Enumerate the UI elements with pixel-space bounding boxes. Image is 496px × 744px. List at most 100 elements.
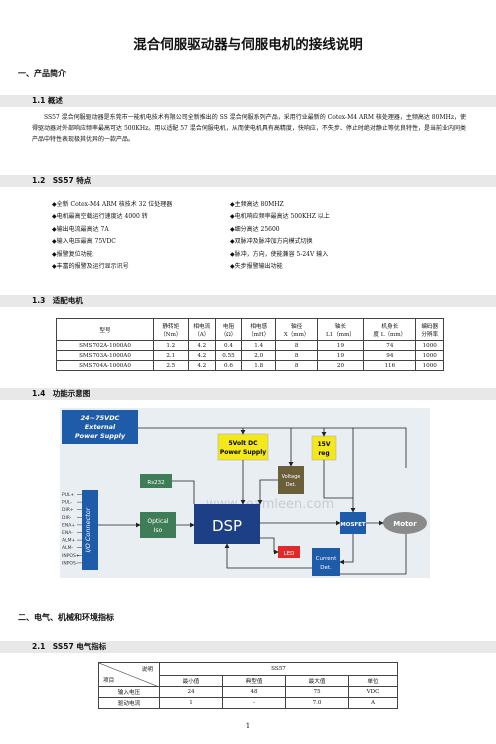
table-cell: 0.4 [215,340,242,351]
optical-iso-block: Optical Iso [140,512,176,538]
io-pin-label: INPOS- [62,560,78,566]
table-cell: 1 [158,697,224,709]
table-cell: 2.1 [153,350,189,361]
table-cell: 48 [222,686,287,698]
elec-col-header: 最大值 [285,675,350,687]
section-heading-1-3-text: 1.3 适配电机 [32,296,83,305]
motor-table-header: 型号 [56,318,154,341]
io-pin-label: DIR+ [62,507,74,513]
section-heading-2-1-text: 2.1 SS57 电气指标 [32,642,107,651]
power-5v-line1: 5Volt DC [228,440,258,447]
overview-paragraph: SS57 混合伺服驱动器是东莞市一能机电技术有限公司全新推出的 SS 混合伺服系… [32,114,466,143]
section-heading-1-4: 1.4 功能示意图 [0,388,496,400]
table-cell: 20 [316,360,365,371]
dsp-block: DSP [194,504,260,544]
motor-header-line1: 静转矩 [162,323,180,330]
reg-15v-block: 15V reg [311,435,337,461]
section-heading-1-2: 1.2 SS57 特点 [0,175,496,187]
motor-header-line2: L1（mm） [325,331,356,338]
table-cell: 1.4 [240,340,277,351]
feature-row: ◆全新 Cotex-M4 ARM 核技术 32 位处理器◆主频高达 80MHZ [52,197,452,210]
corner-bottom-label: 项目 [103,678,115,684]
io-pin-label: PUL+ [62,492,75,498]
reg-15v-line1: 15V [318,441,331,448]
table-cell: 19 [316,350,365,361]
table-cell: 1000 [415,360,444,371]
table-cell: 19 [316,340,365,351]
io-pin-label: DIR- [62,515,72,521]
table-cell: 116 [363,360,417,371]
motor-header-line2: （A） [194,331,210,338]
feature-item: ◆电机最高空载运行速度达 4000 转 [52,213,148,221]
current-det-block: Current Det. [312,548,340,576]
feature-item: ◆报警复位功能 [52,250,93,258]
motor-header-line2: X（mm） [283,331,310,338]
io-pin-label: ALM- [62,545,73,551]
motor-header-line2: 度 L（mm） [373,331,407,338]
table-cell: SMS702A-1000A0 [56,340,154,351]
motor-table-header: 相电感（mH） [240,318,277,341]
table-cell: 驱动电流 [98,697,160,709]
feature-item: ◆电机响应频率最高达 500KHZ 以上 [230,213,330,221]
feature-item: ◆全新 Cotex-M4 ARM 核技术 32 位处理器 [52,200,173,208]
table-cell: 74 [363,340,417,351]
feature-item: ◆失步报警输出功能 [230,263,283,271]
section-heading-1-4-text: 1.4 功能示意图 [32,389,91,398]
feature-row: ◆丰富的报警及运行显示讯号◆失步报警输出功能 [52,260,452,273]
table-cell: 24 [158,686,224,698]
feature-row: ◆输入电压最高 75VDC◆双脉冲及脉冲加方向模式切换 [52,235,452,248]
table-cell: 0.55 [215,350,242,361]
table-cell: 1.8 [240,360,277,371]
motor-table-header: 静转矩（Nm） [153,318,189,341]
section-heading-1: 一、产品简介 [18,69,66,78]
voltage-det-block: Voltage Det. [278,466,304,494]
feature-item: ◆脉冲，方向，使能兼容 5-24V 输入 [230,250,329,258]
table-cell: 4.2 [187,350,217,361]
motor-header-line1: 相电感 [250,323,268,330]
led-label: LED [284,551,295,557]
corner-top-label: 说明 [141,667,153,673]
io-pin-label: PUL- [62,500,72,506]
io-pin-label: ENA- [62,530,73,536]
io-connector-label: I/O Connector [84,506,92,552]
power-5v-block: 5Volt DC Power Supply [217,433,269,461]
optical-iso-line1: Optical [147,518,169,525]
reg-15v-line2: reg [318,450,329,457]
external-power-line2: External [85,423,116,431]
external-power-block: 24~75VDC External Power Supply [62,410,138,444]
table-cell: 1000 [415,350,444,361]
motor-table-header: 相电流（A） [187,318,217,341]
feature-row: ◆电机最高空载运行速度达 4000 转 ◆电机响应频率最高达 500KHZ 以上 [52,210,452,223]
motor-header-line2: （Ω） [220,331,237,338]
motor-table-header: 机身长度 L（mm） [363,318,417,341]
table-cell: 2.0 [240,350,277,361]
section-heading-1-1-text: 1.1 概述 [32,96,63,105]
corner-cell: 说明 项目 [98,662,160,687]
motor-header-line1: 编码器 [421,323,439,330]
motor-label: Motor [393,520,417,528]
motor-header-line1: 机身长 [381,323,399,330]
table-cell: 4.2 [187,360,217,371]
voltage-det-line2: Det. [286,482,297,488]
table-cell: 8 [275,340,318,351]
feature-item: ◆双脉冲及脉冲加方向模式切换 [230,238,313,246]
io-pin-labels: PUL+PUL-DIR+DIR-ENA+ENA-ALM+ALM-INPOS+IN… [62,492,82,566]
elec-col-header: 单位 [348,675,398,687]
motor-header-line1: 相电流 [193,323,211,330]
group-header: SS57 [159,662,398,676]
optical-iso-line2: Iso [154,527,163,534]
section-heading-2: 二、电气、机械和环境指标 [18,613,114,622]
led-block: LED [278,546,300,558]
table-cell: 94 [363,350,417,361]
section-heading-1-1: 1.1 概述 [0,95,496,107]
table-cell: 75 [285,686,350,698]
io-pin-label: ALM+ [62,538,75,544]
io-pin-label: ENA+ [62,522,75,528]
